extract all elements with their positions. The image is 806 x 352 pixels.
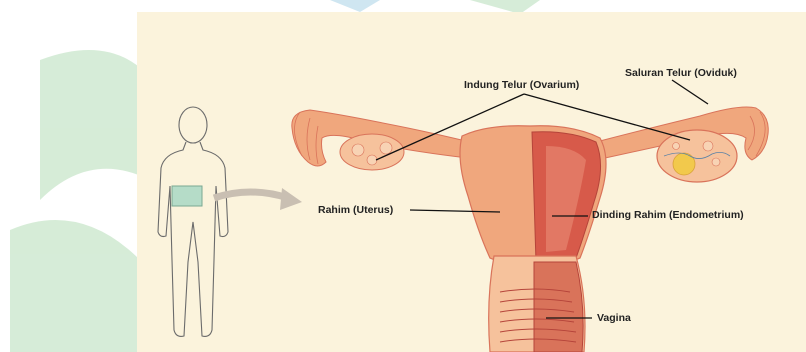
label-endometrium: Dinding Rahim (Endometrium) [592,209,744,221]
label-oviduct: Saluran Telur (Oviduk) [625,67,737,79]
vagina-cutaway [534,262,583,352]
label-ovary: Indung Telur (Ovarium) [464,79,579,91]
label-uterus: Rahim (Uterus) [318,204,393,216]
pelvis-highlight-box [172,186,202,206]
label-vagina: Vagina [597,312,631,324]
ovary-right-cross-section [657,130,737,182]
